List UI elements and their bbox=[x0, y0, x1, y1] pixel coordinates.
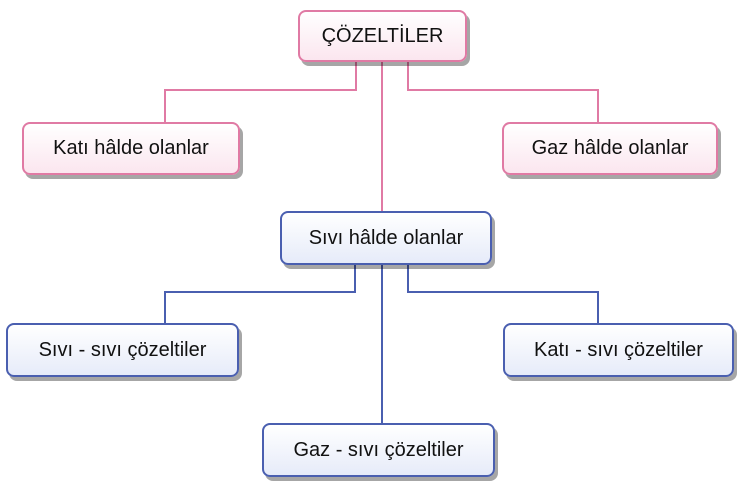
node-liquid-liquid-solutions: Sıvı - sıvı çözeltiler bbox=[6, 323, 239, 377]
connector-liquid-to-liquid-liquid bbox=[164, 265, 356, 323]
node-gas-liquid-solutions: Gaz - sıvı çözeltiler bbox=[262, 423, 495, 477]
root-node-label: ÇÖZELTİLER bbox=[321, 24, 444, 47]
node-solid-state: Katı hâlde olanlar bbox=[22, 122, 240, 175]
root-node-cozeltiler: ÇÖZELTİLER bbox=[298, 10, 467, 62]
connector-liquid-to-solid-liquid bbox=[407, 265, 599, 323]
node-solid-liquid-solutions: Katı - sıvı çözeltiler bbox=[503, 323, 734, 377]
node-gas-state: Gaz hâlde olanlar bbox=[502, 122, 718, 175]
node-gas-liquid-label: Gaz - sıvı çözeltiler bbox=[293, 438, 464, 461]
node-liquid-state-label: Sıvı hâlde olanlar bbox=[308, 226, 464, 249]
node-liquid-state: Sıvı hâlde olanlar bbox=[280, 211, 492, 265]
node-liquid-liquid-label: Sıvı - sıvı çözeltiler bbox=[38, 338, 207, 361]
node-solid-state-label: Katı hâlde olanlar bbox=[53, 137, 209, 159]
connector-root-to-gas bbox=[407, 62, 599, 122]
connector-root-to-solid bbox=[164, 62, 357, 122]
node-gas-state-label: Gaz hâlde olanlar bbox=[531, 137, 689, 159]
node-solid-liquid-label: Katı - sıvı çözeltiler bbox=[534, 338, 703, 361]
